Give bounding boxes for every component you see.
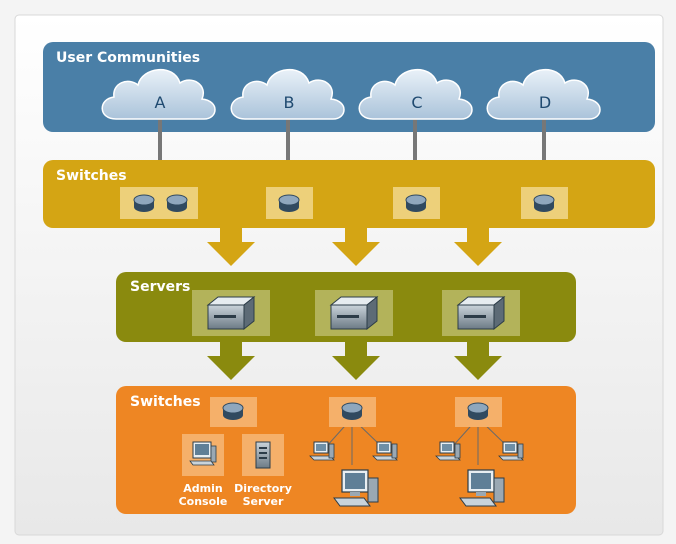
switch-icon [278, 194, 300, 213]
admin-console-label-line2: Console [179, 495, 228, 508]
server-icon [330, 296, 378, 330]
switch-icon [341, 402, 363, 421]
switch-icon [405, 194, 427, 213]
workstation-icon [309, 441, 335, 461]
server-icon [207, 296, 255, 330]
band-label: Servers [130, 279, 190, 295]
cloud-label: B [284, 93, 295, 112]
workstation-icon [498, 441, 524, 461]
cloud-label: A [155, 93, 166, 112]
switch-icon [133, 194, 155, 213]
server-icon [457, 296, 505, 330]
switches-top-band: Switches [43, 160, 655, 228]
band-label: Switches [56, 168, 127, 184]
cloud-label: C [411, 93, 422, 112]
workstation-icon [372, 441, 398, 461]
servers-band: Servers [116, 272, 576, 342]
switches-bottom-band: Switches Admin Console Directory Server [116, 386, 576, 514]
workstation-group-2 [309, 397, 398, 507]
switch-icon [222, 402, 244, 421]
directory-server-label-line1: Directory [234, 482, 292, 495]
band-label: Switches [130, 394, 201, 410]
cloud-d: D [486, 68, 601, 120]
switch-icon [467, 402, 489, 421]
admin-console-icon [189, 441, 217, 466]
switch-icon [533, 194, 555, 213]
directory-server-icon [255, 441, 271, 469]
directory-server-label-line2: Server [243, 495, 284, 508]
switch-icon [166, 194, 188, 213]
band-label: User Communities [56, 50, 200, 66]
cloud-label: D [539, 93, 551, 112]
admin-console-label-line1: Admin [183, 482, 222, 495]
workstation-icon [435, 441, 461, 461]
workstation-group-3 [435, 397, 524, 507]
cloud-b: B [230, 68, 345, 120]
cloud-c: C [358, 68, 473, 120]
cloud-a: A [101, 68, 216, 120]
